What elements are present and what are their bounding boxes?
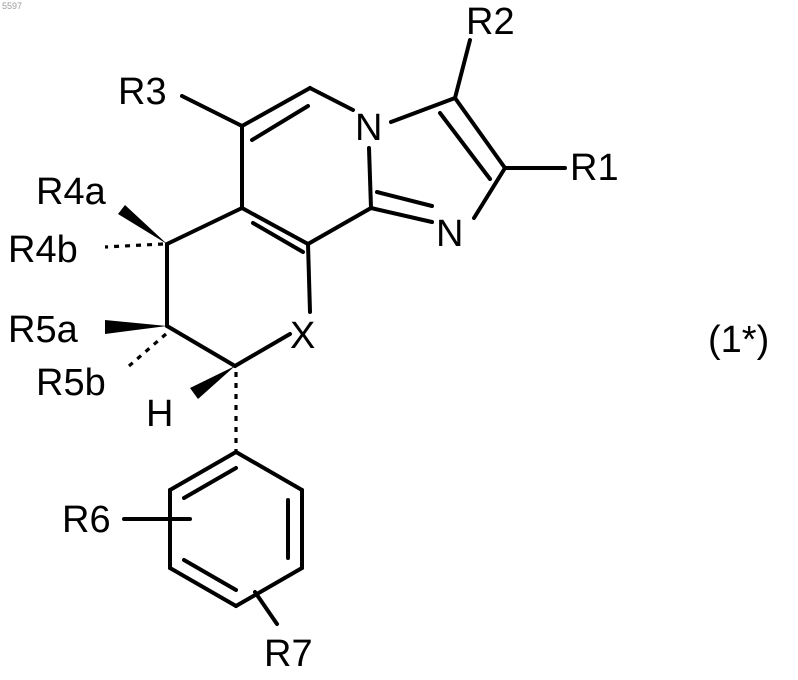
label-n-imidazole: N — [436, 213, 463, 255]
bond-c6sat-x — [235, 334, 290, 366]
bond-ph6-ph1 — [170, 452, 236, 490]
label-r5b: R5b — [36, 362, 106, 404]
hash-r4b — [105, 244, 163, 247]
image-code: 5597 — [2, 1, 22, 11]
bond-c8a-n — [369, 148, 371, 208]
bond-ph3-ph4 — [236, 568, 302, 606]
wedge-r4a — [118, 205, 167, 244]
wedge-r5a — [105, 320, 167, 334]
bond-c3-r2 — [455, 40, 470, 98]
bond-ph6-ph1-double — [184, 468, 236, 498]
label-r5a: R5a — [8, 309, 79, 351]
label-r4a: R4a — [36, 171, 107, 213]
bond-c7-c4 — [167, 208, 242, 244]
hash-r5b — [129, 334, 166, 366]
bond-c8a-n1-double — [377, 192, 432, 206]
bond-ph-r7 — [255, 592, 277, 624]
bond-c5sat-c6sat — [167, 326, 235, 366]
label-n-bridge: N — [355, 107, 382, 149]
label-x: X — [290, 315, 315, 357]
label-r2: R2 — [466, 1, 515, 43]
bond-c7-c8 — [242, 208, 308, 244]
label-r7: R7 — [264, 633, 313, 675]
bond-c8-c8a — [308, 208, 371, 244]
label-r4b: R4b — [8, 229, 78, 271]
bond-c8-x — [308, 244, 310, 312]
label-r6: R6 — [62, 499, 111, 541]
label-h: H — [146, 393, 173, 435]
bond-c3-c2 — [455, 98, 505, 168]
wedge-h — [190, 366, 235, 399]
label-r3: R3 — [118, 71, 167, 113]
bond-c8a-n1 — [371, 208, 432, 222]
bond-c5-c6 — [242, 88, 310, 126]
label-r1: R1 — [570, 147, 619, 189]
bond-c3-c2-double — [440, 113, 490, 179]
bond-ph4-ph5-double — [184, 560, 236, 590]
formula-number: (1*) — [708, 319, 769, 361]
bond-ph4-ph5 — [170, 568, 236, 606]
bond-ph1-ph2 — [236, 452, 302, 490]
bond-c5-n — [310, 88, 353, 110]
bond-c5-c6-double — [252, 106, 308, 140]
bond-c6-r3 — [182, 96, 242, 126]
